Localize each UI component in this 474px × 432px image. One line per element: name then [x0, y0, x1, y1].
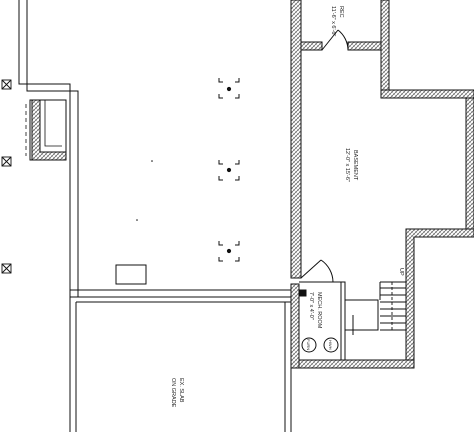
- basement-foundation-walls: [290, 0, 474, 369]
- left-bay-wall: [25, 99, 67, 161]
- ceiling-fixtures: [218, 78, 240, 262]
- basement-dims: 12'-0" x 15'-6": [344, 148, 350, 182]
- stair: [380, 281, 406, 331]
- top-room-dims: 11'-6" x 6'-6": [330, 6, 336, 36]
- floor-register: [115, 264, 147, 285]
- interior-wall-vertical: [284, 302, 292, 432]
- furnace-tag: FURN: [306, 339, 311, 350]
- slab-label-line1: EX. SLAB: [178, 378, 184, 403]
- furnace-symbol: [301, 337, 317, 353]
- water-heater-tag: HWH: [328, 340, 333, 350]
- mech-room-name: MECH. ROOM: [316, 292, 322, 329]
- basement-name: BASEMENT: [352, 150, 358, 181]
- water-heater-symbol: [323, 337, 339, 353]
- small-dot: [151, 160, 153, 162]
- exterior-wall-left: [18, 0, 79, 298]
- top-room-name: REC: [338, 6, 344, 18]
- mech-room-outline: [299, 281, 381, 360]
- door-swing-top: [321, 29, 349, 51]
- mech-room-dims: 7'-0" x 4'-0": [308, 292, 314, 320]
- column-markers: [1, 79, 12, 274]
- small-dot: [136, 219, 138, 221]
- slab-label-line2: ON GRADE: [170, 378, 176, 408]
- stair-label: UP: [398, 268, 404, 276]
- door-swing-mech: [300, 259, 334, 283]
- interior-wall-horizontal: [69, 289, 291, 432]
- equipment-symbols: [298, 289, 339, 353]
